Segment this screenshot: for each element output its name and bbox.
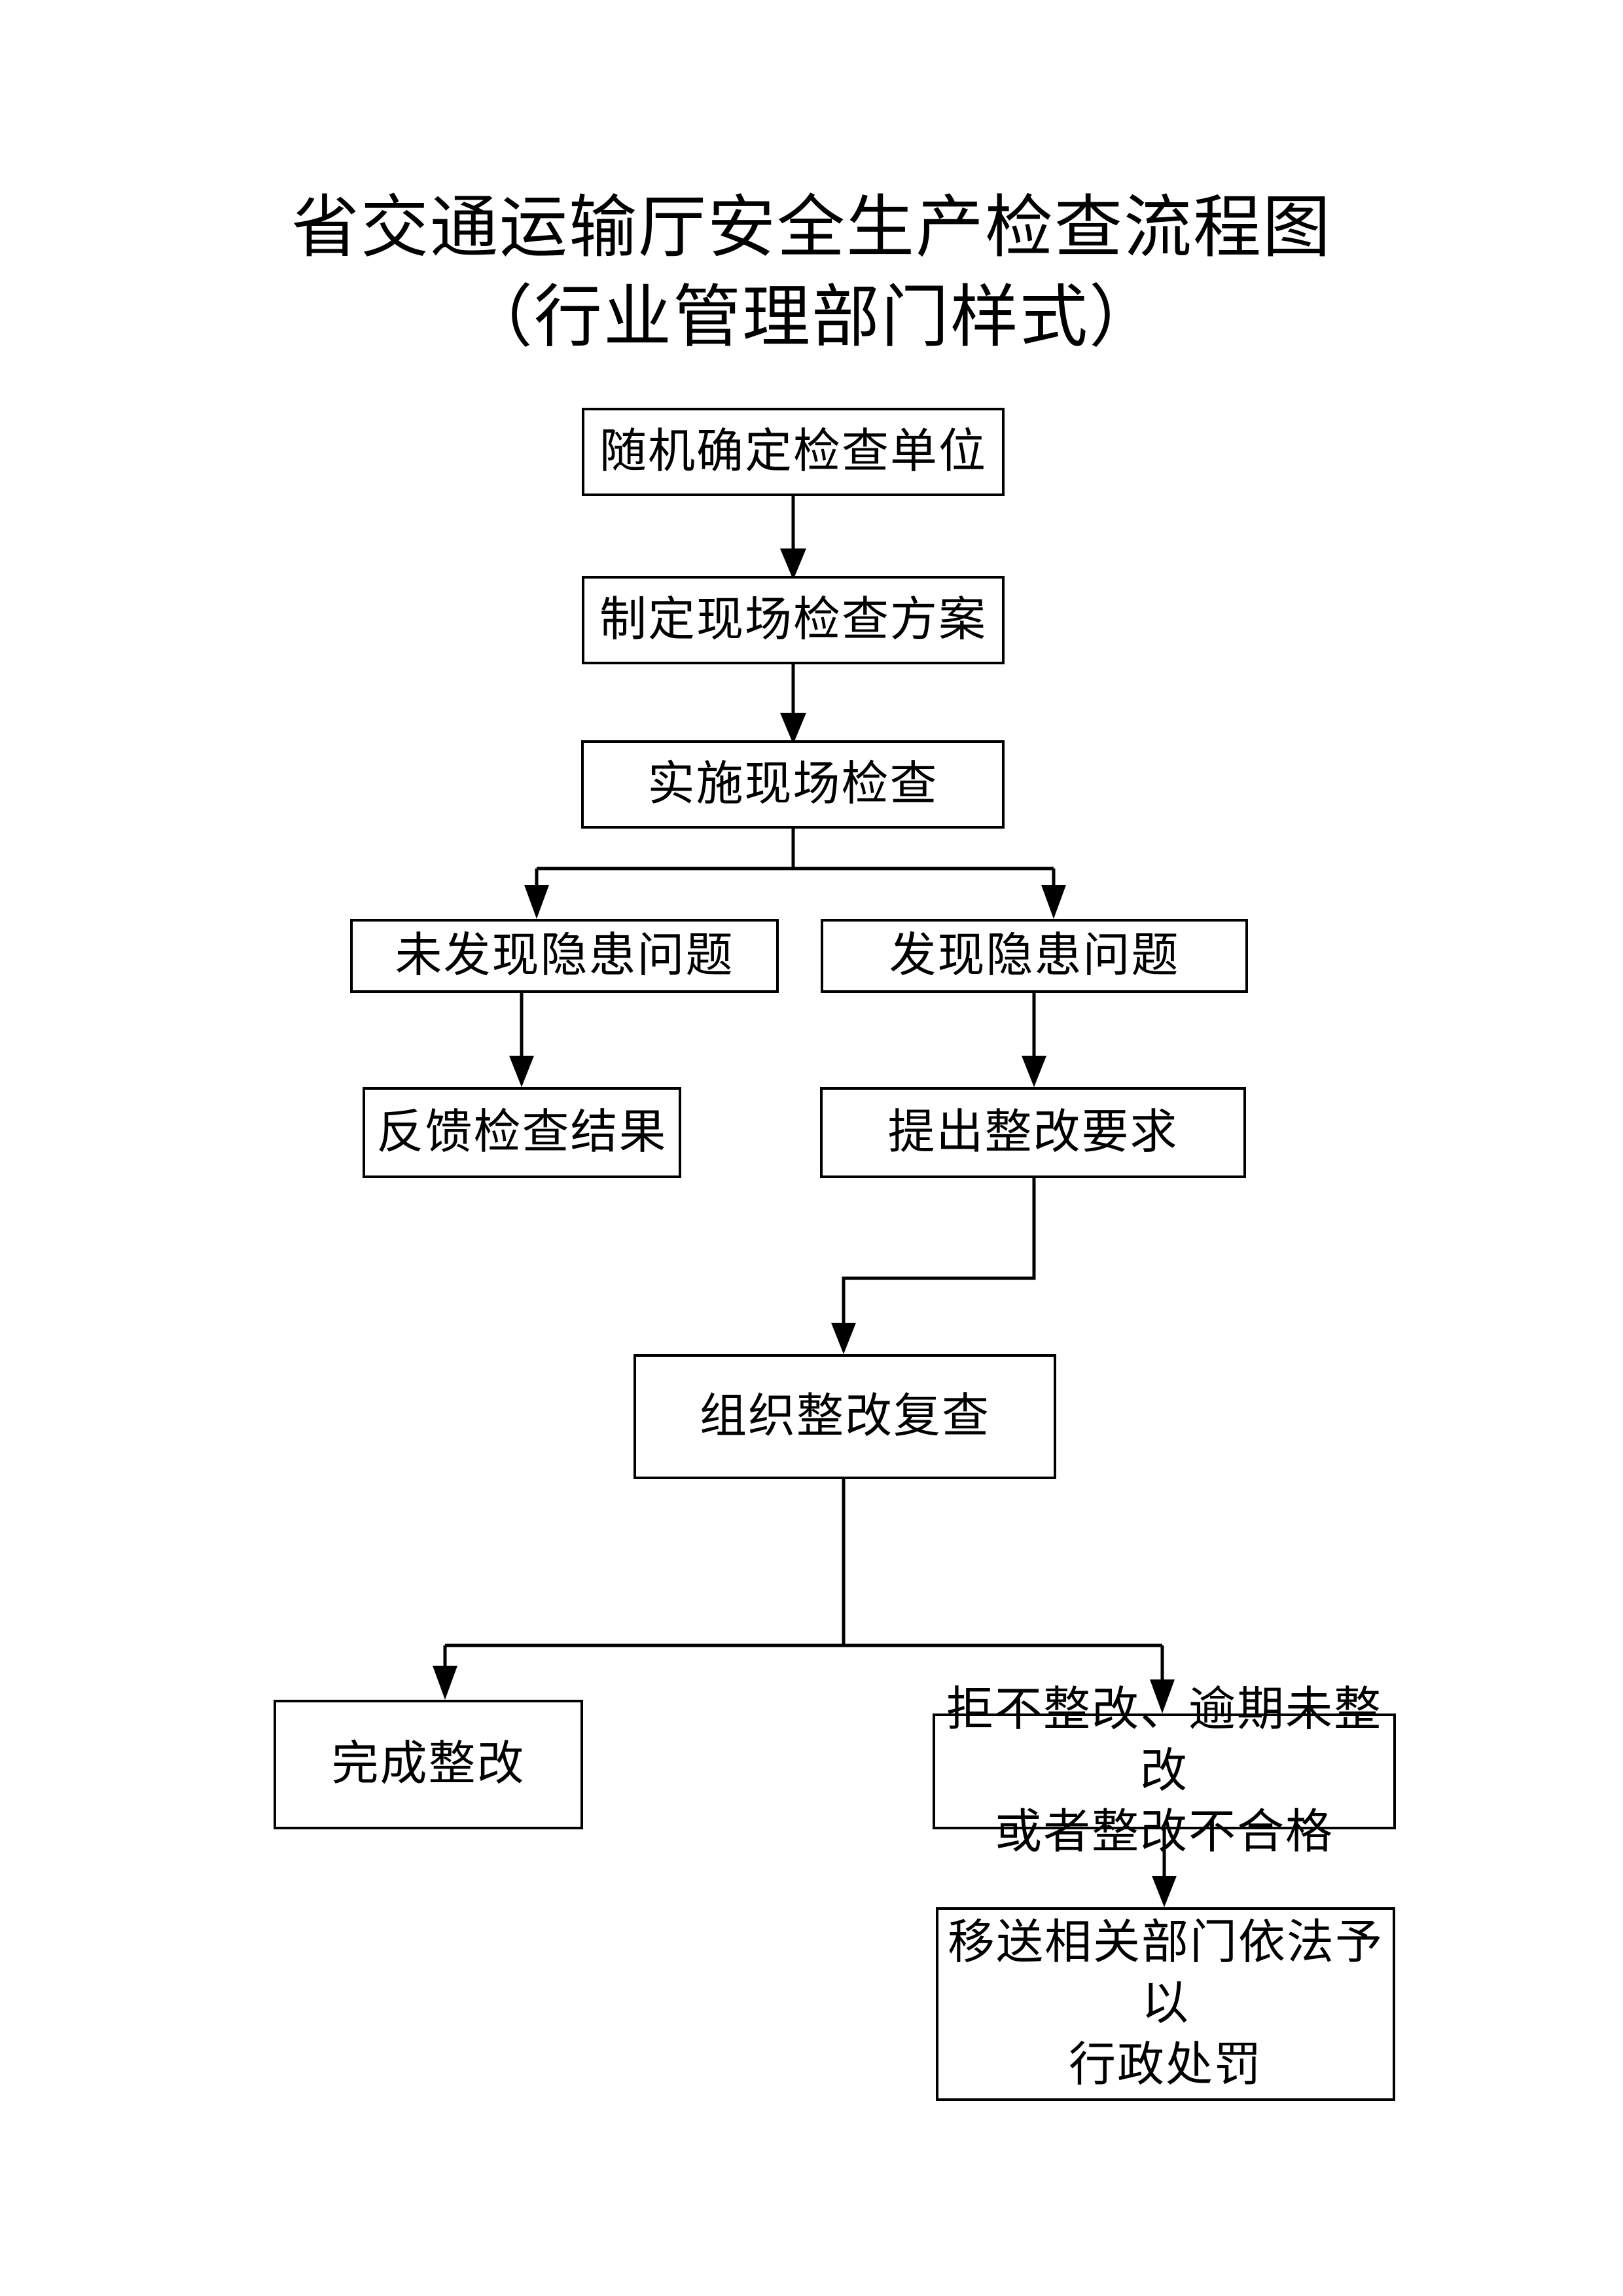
node-label: 反馈检查结果	[376, 1105, 668, 1158]
node-label: 拒不整改、逾期未整改 或者整改不合格	[946, 1683, 1382, 1859]
node-feedback-result[interactable]: 反馈检查结果	[363, 1087, 681, 1178]
edge-n2-n3	[780, 664, 806, 744]
node-no-hazard-found[interactable]: 未发现隐患问题	[350, 919, 779, 993]
edge-n5-n7	[1022, 993, 1046, 1087]
title-line-1: 省交通运输厅安全生产检查流程图	[291, 190, 1332, 266]
node-label: 实施现场检查	[647, 757, 938, 810]
node-random-select-unit[interactable]: 随机确定检查单位	[582, 408, 1005, 496]
page-title: 省交通运输厅安全生产检查流程图 （行业管理部门样式）	[0, 183, 1623, 363]
edge-n1-n2	[780, 496, 806, 580]
title-line-2: （行业管理部门样式）	[464, 280, 1158, 356]
node-transfer-for-penalty[interactable]: 移送相关部门依法予以 行政处罚	[936, 1907, 1395, 2101]
node-label: 制定现场检查方案	[599, 593, 987, 646]
node-label: 随机确定检查单位	[599, 425, 987, 478]
node-hazard-found[interactable]: 发现隐患问题	[821, 919, 1248, 993]
node-label: 移送相关部门依法予以 行政处罚	[947, 1916, 1383, 2091]
node-label: 完成整改	[331, 1738, 526, 1791]
edge-n8-split	[433, 1479, 1175, 1713]
node-conduct-onsite-inspection[interactable]: 实施现场检查	[581, 740, 1005, 829]
edge-n4-n6	[509, 993, 534, 1087]
node-label: 未发现隐患问题	[395, 929, 734, 982]
edge-n7-n8	[831, 1178, 1036, 1354]
node-refuse-or-overdue-rectification[interactable]: 拒不整改、逾期未整改 或者整改不合格	[933, 1683, 1396, 1858]
node-organize-recheck[interactable]: 组织整改复查	[633, 1354, 1056, 1479]
node-make-inspection-plan[interactable]: 制定现场检查方案	[582, 576, 1005, 664]
node-label: 发现隐患问题	[889, 929, 1180, 982]
edge-n10-n11	[1152, 1829, 1177, 1907]
node-label: 组织整改复查	[699, 1390, 990, 1443]
edge-n3-split	[524, 829, 1066, 919]
node-issue-rectification-request[interactable]: 提出整改要求	[820, 1087, 1246, 1178]
node-label: 提出整改要求	[887, 1105, 1179, 1158]
node-rectification-complete[interactable]: 完成整改	[274, 1700, 583, 1829]
